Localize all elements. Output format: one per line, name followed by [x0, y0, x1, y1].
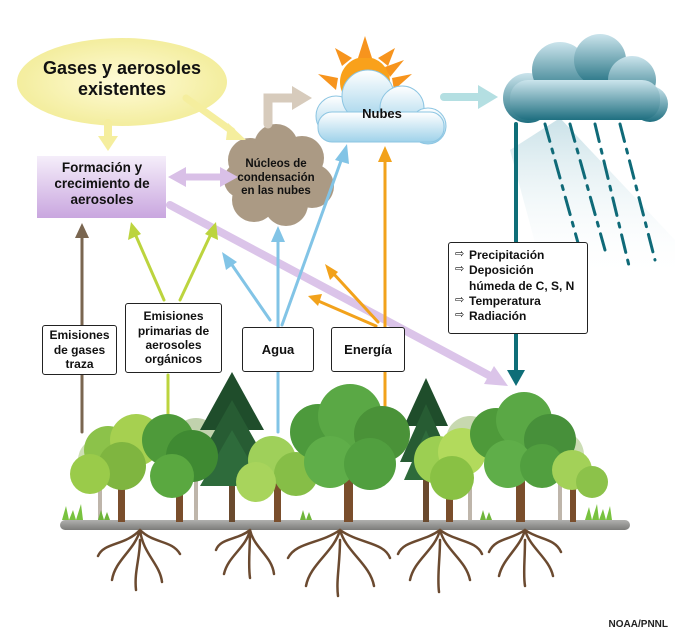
arrow-existing-to-nuclei — [182, 94, 236, 135]
arrowhead-purple-left — [168, 167, 186, 187]
arrowhead-brown — [75, 223, 89, 238]
tree-left-2 — [142, 414, 218, 522]
arrow-water-to-clouds — [280, 156, 344, 327]
forest-group — [70, 372, 608, 522]
effect-item: Precipitación — [455, 247, 581, 263]
arrowhead-yellow-down — [98, 136, 118, 151]
arrowhead-orange-left-2 — [308, 294, 322, 306]
arrow-organic-left — [134, 234, 166, 302]
arrow-organic-right — [178, 234, 212, 302]
arrowhead-yellow-diag — [226, 123, 246, 140]
arrowhead-blue-up — [271, 226, 285, 242]
arrowhead-blue-left — [222, 252, 237, 270]
arrow-water-left — [228, 260, 272, 322]
effect-item: Radiación — [455, 308, 581, 324]
rain-cloud-icon — [503, 34, 675, 280]
soil-strip — [60, 504, 630, 530]
organic-aerosols-box: Emisiones primarias de aerosoles orgánic… — [125, 303, 222, 373]
credit-label: NOAA/PNNL — [608, 619, 668, 630]
arrowhead-orange-left-1 — [325, 264, 338, 280]
arrowhead-blue-clouds — [335, 144, 349, 164]
arrowhead-gray — [292, 86, 312, 110]
tree-center — [290, 384, 410, 522]
nuclei-cloud-icon — [224, 124, 334, 226]
arrow-nuclei-to-clouds — [263, 93, 299, 129]
trace-gases-box: Emisiones de gases traza — [42, 325, 117, 375]
tree-center-left — [236, 436, 318, 522]
existing-gases-label: Gases y aerosoles existentes — [42, 58, 202, 100]
arrow-energy-left-1 — [330, 270, 380, 324]
formation-panel — [37, 156, 166, 218]
arrow-energy-left-2 — [314, 298, 378, 328]
arrowhead-green-left — [128, 222, 141, 240]
arrow-formation-to-forest — [166, 201, 498, 382]
arrowhead-green-right — [205, 222, 218, 240]
energy-box: Energía — [331, 327, 405, 372]
effect-item: Temperatura — [455, 293, 581, 309]
effect-item: Deposición húmeda de C, S, N — [455, 262, 581, 294]
clouds-label: Nubes — [362, 106, 402, 121]
effects-box: Precipitación Deposición húmeda de C, S,… — [448, 242, 588, 334]
formation-label: Formación y crecimiento de aerosoles — [54, 160, 150, 207]
arrowhead-purple-forest — [484, 366, 508, 386]
arrowhead-teal — [507, 370, 525, 386]
arrowhead-lightteal — [478, 85, 498, 109]
roots-group — [96, 528, 563, 598]
water-box: Agua — [242, 327, 314, 372]
nuclei-label: Núcleos de condensación en las nubes — [237, 158, 315, 198]
arrowhead-purple-right — [220, 167, 238, 187]
arrowhead-orange-up — [378, 146, 392, 162]
existing-gases-bubble — [17, 38, 227, 126]
tree-far-right — [552, 450, 608, 522]
white-cloud-icon — [315, 69, 447, 145]
